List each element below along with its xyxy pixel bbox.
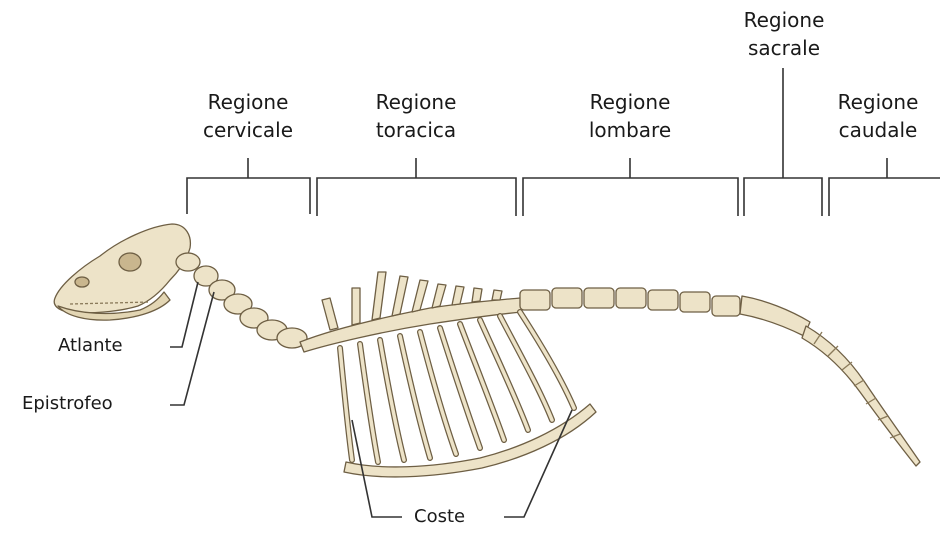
- region-label-cervicale: Regione cervicale: [190, 88, 306, 144]
- pointer-lines: [170, 282, 572, 517]
- bracket-sacrale: [744, 68, 822, 216]
- region-label-line1: Regione: [726, 6, 842, 34]
- bracket-toracica: [317, 158, 516, 216]
- lumbar-vertebrae: [520, 288, 740, 316]
- bracket-lombare: [523, 158, 738, 216]
- region-label-line2: sacrale: [726, 34, 842, 62]
- label-epistrofeo: Epistrofeo: [22, 393, 113, 414]
- tail: [802, 326, 920, 466]
- sacrum: [740, 296, 810, 336]
- region-label-line1: Regione: [358, 88, 474, 116]
- bracket-caudale: [829, 158, 940, 216]
- region-label-line2: toracica: [358, 116, 474, 144]
- eye-socket: [119, 253, 141, 271]
- region-label-lombare: Regione lombare: [572, 88, 688, 144]
- region-label-sacrale: Regione sacrale: [726, 6, 842, 62]
- label-coste: Coste: [414, 506, 465, 527]
- region-label-caudale: Regione caudale: [820, 88, 936, 144]
- region-label-line1: Regione: [820, 88, 936, 116]
- nasal-opening: [75, 277, 89, 287]
- label-atlante: Atlante: [58, 335, 123, 356]
- atlante-pointer: [170, 282, 198, 347]
- skeleton: [54, 224, 920, 477]
- region-label-line2: caudale: [820, 116, 936, 144]
- region-label-line2: cervicale: [190, 116, 306, 144]
- region-label-line1: Regione: [190, 88, 306, 116]
- cervical-vertebrae: [176, 253, 307, 348]
- region-label-line1: Regione: [572, 88, 688, 116]
- region-label-toracica: Regione toracica: [358, 88, 474, 144]
- bracket-cervicale: [187, 158, 310, 214]
- region-label-line2: lombare: [572, 116, 688, 144]
